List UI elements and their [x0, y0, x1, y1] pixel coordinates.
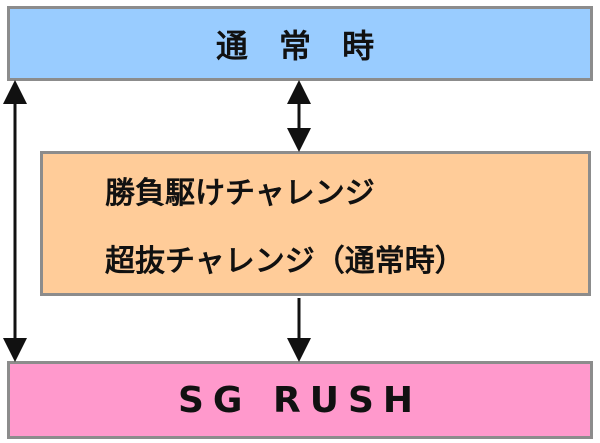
normal-state-label: 通 常 時 — [215, 26, 385, 65]
challenge-line-1: 勝負駆けチャレンジ — [105, 175, 375, 211]
sg-rush-label: SG RUSH — [177, 379, 423, 421]
challenge-line-2: 超抜チャレンジ（通常時） — [105, 243, 465, 279]
challenge-box: 勝負駆けチャレンジ 超抜チャレンジ（通常時） — [40, 151, 591, 296]
sg-rush-box: SG RUSH — [7, 361, 593, 439]
normal-state-box: 通 常 時 — [7, 6, 593, 81]
